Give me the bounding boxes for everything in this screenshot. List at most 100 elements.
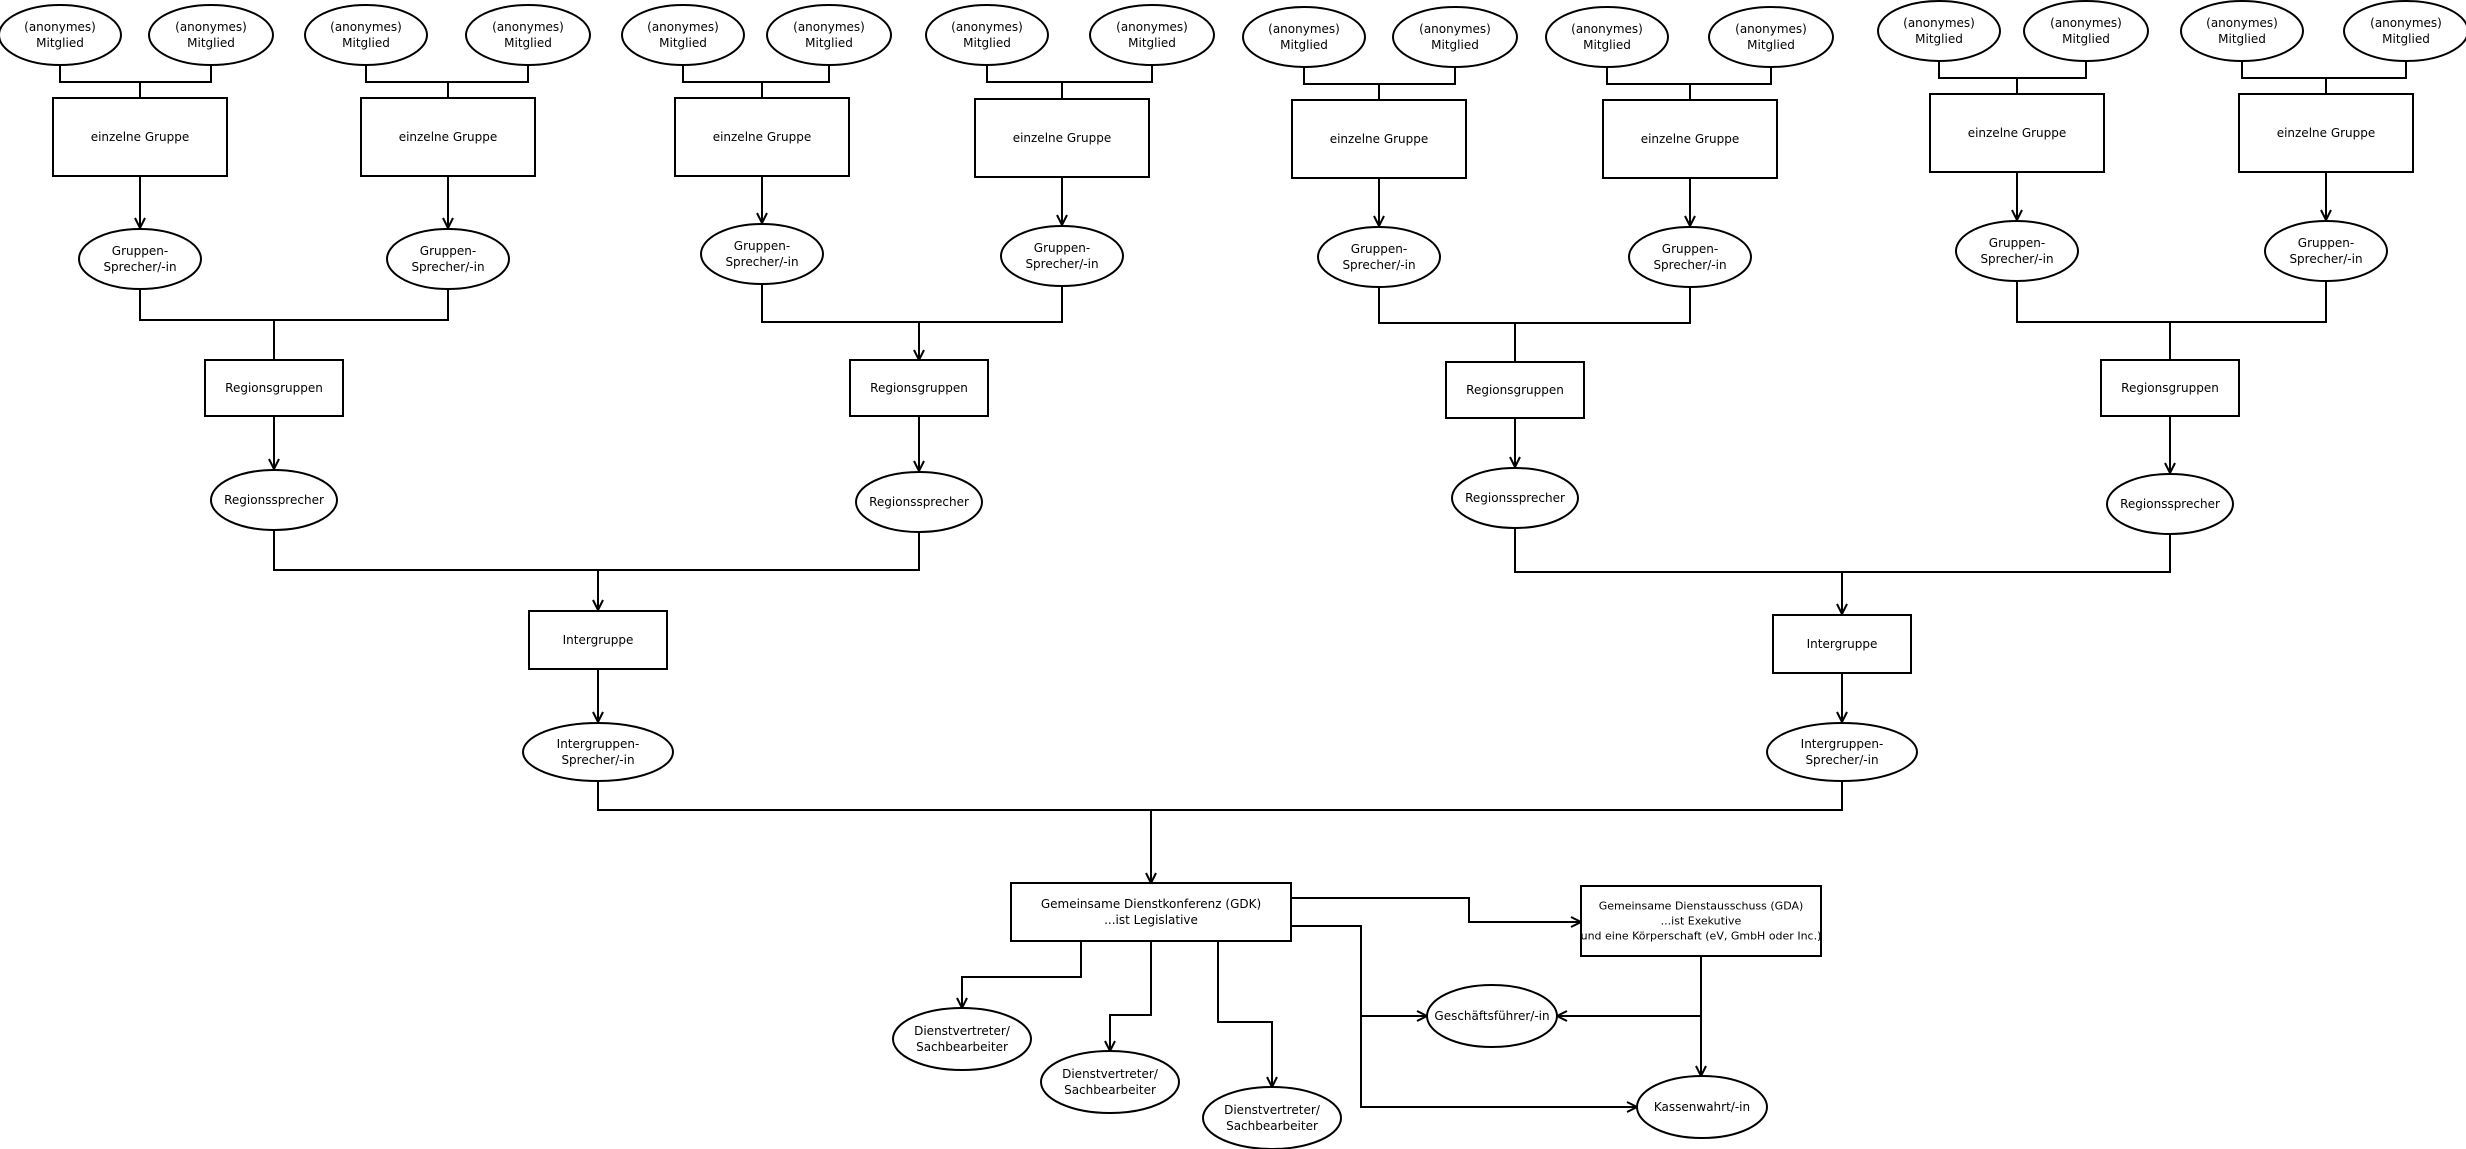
- member-node-7-shape: [925, 4, 1049, 66]
- gdk-box-label: Gemeinsame Dienstkonferenz (GDK): [1041, 897, 1261, 911]
- group-speaker-node-1-label: Gruppen-: [112, 244, 168, 258]
- group-speaker-node-5-shape: [1317, 226, 1441, 288]
- region-speaker-node-2-label: Regionssprecher: [869, 495, 969, 509]
- group-box-5-shape: [1291, 99, 1467, 179]
- member-node-10-label: Mitglied: [1431, 38, 1479, 52]
- member-node-15-shape: [2180, 0, 2304, 62]
- group-speaker-node-1-shape: [78, 228, 202, 290]
- region-speaker-node-4: Regionssprecher: [2106, 473, 2234, 535]
- group-box-4-shape: [974, 98, 1150, 178]
- member-node-1-label: Mitglied: [36, 36, 84, 50]
- group-speaker-node-6-shape: [1628, 226, 1752, 288]
- group-box-5: einzelne Gruppe: [1291, 99, 1467, 179]
- member-node-10-shape: [1392, 6, 1518, 68]
- region-speaker-node-1-label: Regionssprecher: [224, 493, 324, 507]
- region-group-box-1-shape: [204, 359, 344, 417]
- service-rep-node-2-label: Sachbearbeiter: [1064, 1083, 1156, 1097]
- group-box-1-label: einzelne Gruppe: [91, 130, 190, 144]
- member-node-7: (anonymes)Mitglied: [925, 4, 1049, 66]
- member-node-2: (anonymes) Mitglied: [148, 4, 274, 66]
- member-node-8-label: (anonymes): [1116, 20, 1188, 34]
- region-group-box-2-shape: [849, 359, 989, 417]
- region-group-box-3: Regionsgruppen: [1445, 361, 1585, 419]
- gda-box-shape: [1580, 885, 1822, 957]
- managing-director-node: Geschäftsführer/-in: [1426, 984, 1558, 1048]
- managing-director-node-shape: [1426, 984, 1558, 1048]
- service-rep-node-3: Dienstvertreter/Sachbearbeiter: [1202, 1086, 1342, 1149]
- intergroup-speaker-node-1-shape: [522, 722, 674, 782]
- member-node-16: (anonymes) Mitglied: [2343, 0, 2466, 62]
- intergroup-box-1: Intergruppe: [528, 610, 668, 670]
- arrow-connector: [962, 941, 1082, 1008]
- service-rep-node-2-shape: [1040, 1050, 1180, 1114]
- group-speaker-node-6: Gruppen-Sprecher/-in: [1628, 226, 1752, 288]
- group-box-2-shape: [360, 97, 536, 177]
- member-node-7-label: Mitglied: [963, 36, 1011, 50]
- group-box-6: einzelne Gruppe: [1602, 99, 1778, 179]
- region-group-box-4: Regionsgruppen: [2100, 359, 2240, 417]
- group-box-2-label: einzelne Gruppe: [399, 130, 498, 144]
- member-node-3-label: Mitglied: [342, 36, 390, 50]
- region-speaker-node-1-shape: [210, 469, 338, 531]
- region-speaker-node-1: Regionssprecher: [210, 469, 338, 531]
- region-speaker-node-3: Regionssprecher: [1451, 467, 1579, 529]
- service-rep-node-3-shape: [1202, 1086, 1342, 1149]
- group-speaker-node-2-label: Sprecher/-in: [411, 260, 484, 274]
- group-speaker-node-7: Gruppen-Sprecher/-in: [1955, 220, 2079, 282]
- member-node-15: (anonymes)Mitglied: [2180, 0, 2304, 62]
- member-node-2-label: Mitglied: [187, 36, 235, 50]
- line-connector: [682, 65, 830, 83]
- gda-box-label: Gemeinsame Dienstausschuss (GDA): [1599, 900, 1804, 913]
- line-connector: [597, 781, 1843, 811]
- line-connector: [1606, 67, 1772, 85]
- group-box-1-shape: [52, 97, 228, 177]
- region-group-box-1: Regionsgruppen: [204, 359, 344, 417]
- member-node-11-label: Mitglied: [1583, 38, 1631, 52]
- member-node-16-label: (anonymes): [2370, 16, 2442, 30]
- member-node-2-label: (anonymes): [175, 20, 247, 34]
- intergroup-speaker-node-1-label: Sprecher/-in: [561, 753, 634, 767]
- member-node-13-shape: [1877, 0, 2001, 62]
- group-box-8: einzelne Gruppe: [2238, 93, 2414, 173]
- member-node-14: (anonymes)Mitglied: [2023, 0, 2149, 62]
- intergroup-speaker-node-2-label: Intergruppen-: [1801, 737, 1884, 751]
- group-box-3-label: einzelne Gruppe: [713, 130, 812, 144]
- line-connector: [1303, 67, 1456, 85]
- region-group-box-2-label: Regionsgruppen: [870, 381, 968, 395]
- region-speaker-node-3-shape: [1451, 467, 1579, 529]
- member-node-6-shape: [766, 4, 892, 66]
- region-speaker-node-4-label: Regionssprecher: [2120, 497, 2220, 511]
- member-node-3-shape: [304, 4, 428, 66]
- group-box-3-shape: [674, 97, 850, 177]
- member-node-13-label: (anonymes): [1903, 16, 1975, 30]
- group-box-6-label: einzelne Gruppe: [1641, 132, 1740, 146]
- region-group-box-1-label: Regionsgruppen: [225, 381, 323, 395]
- member-node-16-label: Mitglied: [2382, 32, 2430, 46]
- member-node-1: (anonymes)Mitglied: [0, 4, 122, 66]
- service-rep-node-1-label: Sachbearbeiter: [916, 1040, 1008, 1054]
- service-rep-node-1: Dienstvertreter/Sachbearbeiter: [892, 1007, 1032, 1071]
- region-group-box-3-label: Regionsgruppen: [1466, 383, 1564, 397]
- line-connector: [1938, 61, 2087, 79]
- intergroup-box-2: Intergruppe: [1772, 614, 1912, 674]
- line-connector: [1378, 287, 1691, 324]
- group-box-2: einzelne Gruppe: [360, 97, 536, 177]
- arrow-connector: [1291, 897, 1581, 922]
- member-node-6: (anonymes)Mitglied: [766, 4, 892, 66]
- group-speaker-node-4-label: Sprecher/-in: [1025, 257, 1098, 271]
- region-speaker-node-2: Regionssprecher: [855, 471, 983, 533]
- group-box-6-shape: [1602, 99, 1778, 179]
- member-node-8-label: Mitglied: [1128, 36, 1176, 50]
- member-node-5: (anonymes)Mitglied: [621, 4, 745, 66]
- group-box-4: einzelne Gruppe: [974, 98, 1150, 178]
- member-node-14-label: (anonymes): [2050, 16, 2122, 30]
- member-node-5-label: (anonymes): [647, 20, 719, 34]
- arrow-connector: [1110, 941, 1152, 1051]
- intergroup-speaker-node-2-shape: [1766, 722, 1918, 782]
- member-node-12: (anonymes)Mitglied: [1708, 6, 1834, 68]
- member-node-3: (anonymes)Mitglied: [304, 4, 428, 66]
- group-speaker-node-5-label: Gruppen-: [1351, 242, 1407, 256]
- line-connector: [273, 531, 920, 571]
- group-speaker-node-4-label: Gruppen-: [1034, 241, 1090, 255]
